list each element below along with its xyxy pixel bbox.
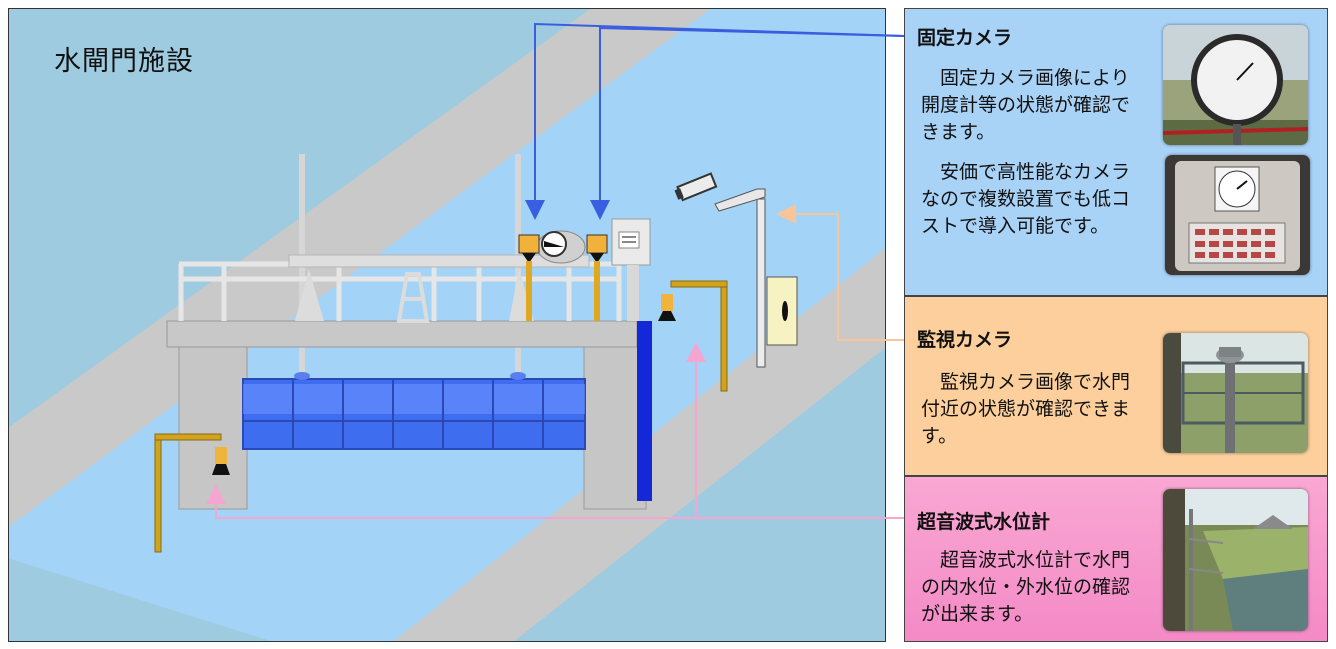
- scene-title: 水閘門施設: [54, 46, 194, 77]
- ultrasonic-sensor-left: [154, 433, 230, 553]
- gate-facility-illustration: 水閘門施設: [8, 8, 886, 642]
- gate-scene-drawing: [9, 9, 885, 641]
- ultrasonic-title: 超音波式水位計: [917, 511, 1051, 533]
- monitor-camera-desc: 監視カメラ画像で水門付近の状態が確認できます。: [921, 371, 1131, 447]
- control-panel-box: [611, 218, 651, 321]
- ultrasonic-sensor-right: [658, 280, 728, 392]
- ultrasonic-level-meter-panel: 超音波式水位計 超音波式水位計で水門の内水位・外水位の確認が出来ます。: [904, 476, 1328, 642]
- water-level-photo: [1163, 489, 1308, 631]
- fixed-camera-title: 固定カメラ: [917, 27, 1013, 49]
- ultrasonic-desc: 超音波式水位計で水門の内水位・外水位の確認が出来ます。: [921, 549, 1131, 625]
- pier-left: [178, 338, 248, 510]
- opening-meter-photo: [1165, 155, 1310, 275]
- monitor-camera-photo: [1163, 333, 1308, 453]
- fixed-camera-panel: 固定カメラ 固定カメラ画像により開度計等の状態が確認できます。 安価で高性能なカ…: [904, 8, 1328, 296]
- gauge-photo: [1163, 25, 1308, 145]
- fixed-camera-desc-1: 固定カメラ画像により開度計等の状態が確認できます。: [921, 67, 1131, 143]
- monitor-camera-title: 監視カメラ: [917, 329, 1013, 351]
- fixed-camera-desc-2: 安価で高性能なカメラなので複数設置でも低コストで導入可能です。: [921, 161, 1131, 237]
- fixed-camera-right: [586, 234, 608, 321]
- pier-right: [583, 338, 647, 510]
- fixed-camera-left: [518, 234, 540, 321]
- gate-panel: [242, 378, 586, 450]
- bridge-deck: [166, 320, 638, 348]
- monitor-camera-panel: 監視カメラ 監視カメラ画像で水門付近の状態が確認できます。: [904, 296, 1328, 476]
- opening-gauge: [536, 230, 586, 264]
